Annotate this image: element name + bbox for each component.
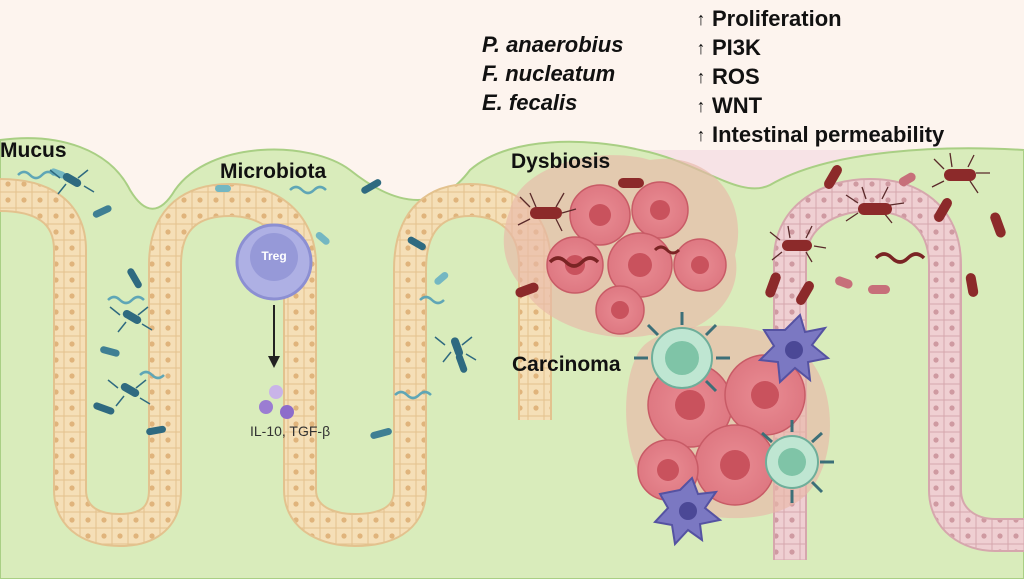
cytokine-molecules xyxy=(259,385,294,419)
effect-item: ↑ Intestinal permeability xyxy=(694,120,945,149)
species-item: F. nucleatum xyxy=(482,61,616,86)
epithelium xyxy=(0,178,552,548)
species-item: E. fecalis xyxy=(482,90,578,115)
effect-label: WNT xyxy=(712,93,763,118)
tumor-mass-upper xyxy=(503,155,739,338)
microbiota-label: Microbiota xyxy=(220,160,327,183)
t-cell xyxy=(634,312,730,393)
arrow-up-icon: ↑ xyxy=(696,8,706,29)
treg-cell xyxy=(235,223,313,368)
effect-label: Proliferation xyxy=(712,6,842,31)
treg-label: Treg xyxy=(261,249,287,263)
effect-item: ↑ WNT xyxy=(694,91,944,120)
mucus-label: Mucus xyxy=(0,139,67,162)
healthy-bacteria xyxy=(17,168,477,439)
cytokines-label: IL-10, TGF-β xyxy=(250,423,331,439)
t-cell xyxy=(760,420,834,503)
effect-item: ↑ ROS xyxy=(694,62,944,91)
species-item: P. anaerobius xyxy=(482,32,624,57)
carcinoma-label: Carcinoma xyxy=(512,353,621,376)
dendritic-cell xyxy=(757,313,831,385)
effects-list: ↑ Proliferation ↑ PI3K ↑ ROS ↑ WNT ↑ Intestin… xyxy=(694,4,945,149)
arrow-up-icon: ↑ xyxy=(696,124,706,145)
arrow-up-icon: ↑ xyxy=(696,37,706,58)
dendritic-cell xyxy=(653,476,723,547)
inflamed-epithelium xyxy=(773,177,1024,560)
arrow-up-icon: ↑ xyxy=(696,66,706,87)
effect-label: ROS xyxy=(712,64,760,89)
dysbiosis-label: Dysbiosis xyxy=(511,150,611,173)
arrow-up-icon: ↑ xyxy=(696,95,706,116)
effect-label: Intestinal permeability xyxy=(712,122,945,147)
species-list: P. anaerobius F. nucleatum E. fecalis xyxy=(482,30,623,117)
effect-item: ↑ PI3K xyxy=(694,33,944,62)
effect-item: ↑ Proliferation xyxy=(694,4,944,33)
dysbiotic-bacteria xyxy=(515,152,1006,305)
effect-label: PI3K xyxy=(712,35,761,60)
